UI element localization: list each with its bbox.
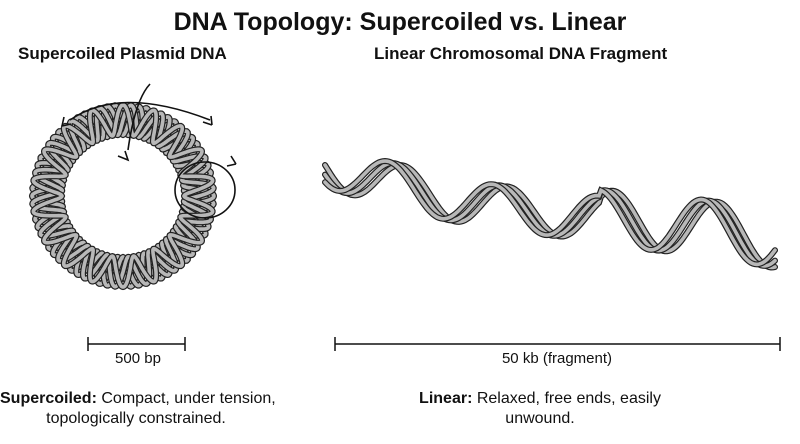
arrow-head: [117, 150, 130, 162]
caption-line: Relaxed, free ends, easily: [476, 390, 661, 407]
dna-strand: [30, 103, 216, 289]
caption-line: Compact, under tension,: [101, 390, 276, 407]
scale-label-500bp: 500 bp: [115, 350, 161, 367]
caption-line: topologically constrained.: [46, 410, 226, 427]
dna-strand: [31, 103, 215, 289]
dna-strand: [322, 160, 778, 269]
supercoiled-heading: Supercoiled Plasmid DNA: [18, 44, 227, 63]
linear-dna-helix: [322, 157, 778, 271]
page-title: DNA Topology: Supercoiled vs. Linear: [173, 8, 627, 36]
supercoiled-caption: Supercoiled: Compact, under tension, top…: [0, 389, 276, 429]
dna-strand: [323, 163, 777, 270]
arrow-head-right: [202, 115, 213, 126]
caption-bold: Linear:: [419, 390, 473, 407]
dna-strand: [322, 162, 778, 271]
caption-bold: Supercoiled:: [0, 390, 97, 407]
dna-strand: [323, 161, 777, 268]
twist-arrow: [127, 83, 151, 151]
dna-strand: [322, 157, 778, 268]
supercoiled-plasmid-ring: [28, 101, 217, 291]
scale-bar-50kb: [334, 337, 781, 351]
rotation-arrow: [174, 161, 236, 219]
scale-bar-500bp: [87, 337, 186, 351]
caption-line: unwound.: [505, 410, 575, 427]
scale-label-50kb: 50 kb (fragment): [501, 350, 613, 367]
dna-strand: [323, 159, 777, 267]
arrow-head-left: [61, 116, 72, 127]
torsion-arrows: [61, 83, 237, 219]
linear-caption: Linear: Relaxed, free ends, easily unwou…: [400, 389, 680, 429]
curved-arrow: [69, 101, 211, 121]
arrow-head: [226, 155, 237, 167]
dna-strand: [30, 104, 216, 288]
linear-heading: Linear Chromosomal DNA Fragment: [374, 44, 668, 63]
